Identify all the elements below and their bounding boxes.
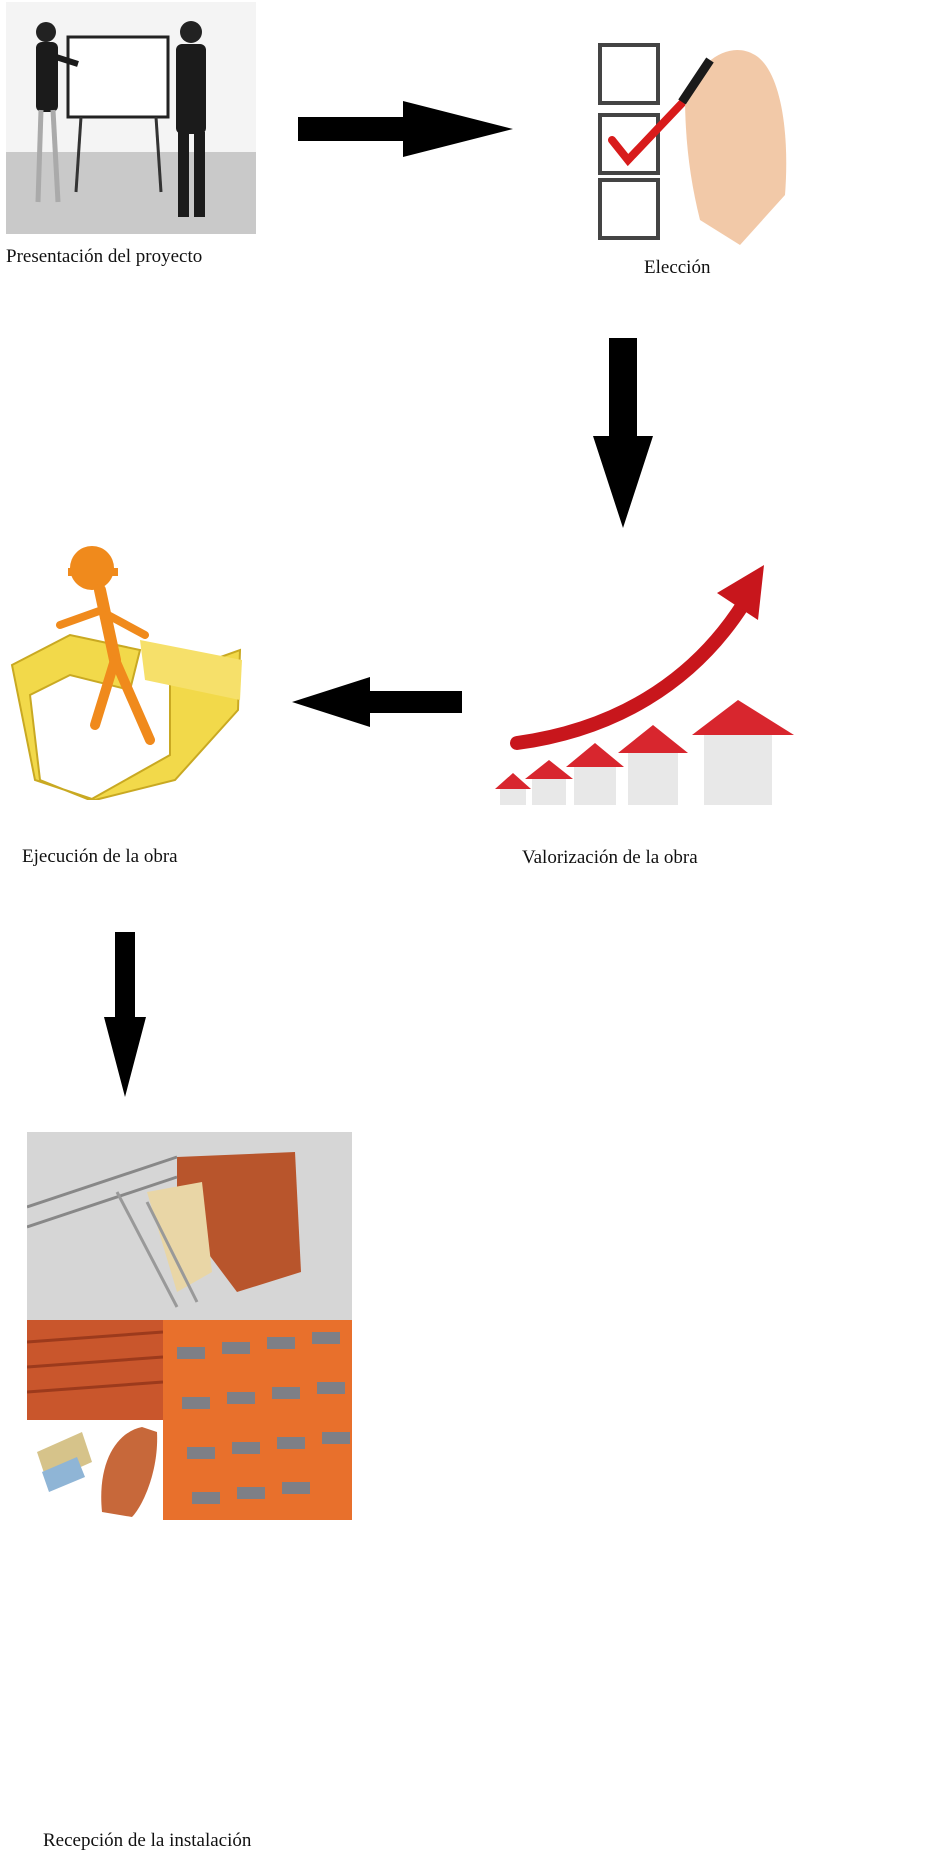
builder-brick-wall-icon: [10, 546, 242, 800]
step-label: Elección: [644, 257, 711, 278]
step-reception: [27, 1132, 357, 1520]
arrow-left-icon: [292, 677, 462, 727]
step-election: Elección: [590, 20, 805, 285]
step-label: Valorización de la obra: [522, 847, 698, 868]
step-presentation: Presentación del proyecto: [6, 2, 296, 287]
checklist-hand-icon: [598, 43, 787, 245]
arrow-down-icon: [104, 932, 146, 1097]
roof-tiles-collage-icon: [27, 1132, 352, 1520]
step-label: Ejecución de la obra: [22, 846, 178, 867]
arrow-right-icon: [298, 101, 513, 157]
step-valuation: Valorización de la obra: [492, 565, 802, 875]
houses-growth-arrow-icon: [495, 565, 794, 805]
arrow-down-icon: [593, 338, 653, 528]
presentation-meeting-icon: [6, 2, 256, 234]
step-execution: Ejecución de la obra: [10, 540, 250, 880]
step-label: Recepción de la instalación: [43, 1830, 252, 1851]
step-label: Presentación del proyecto: [6, 246, 203, 267]
